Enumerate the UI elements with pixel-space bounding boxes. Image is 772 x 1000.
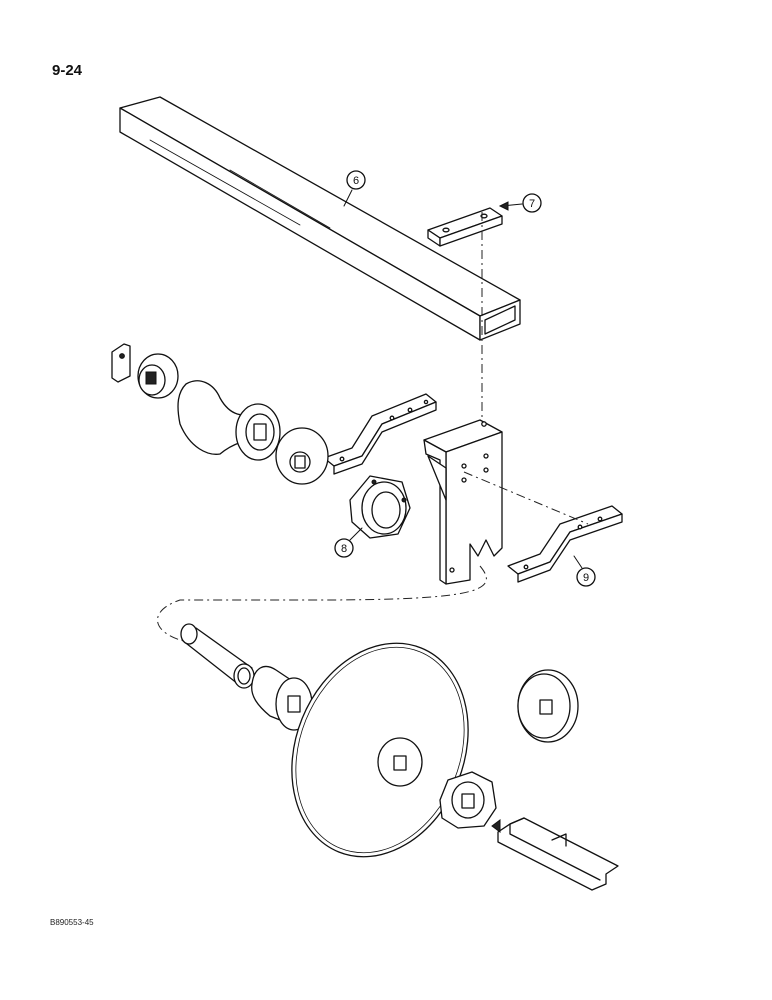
assembly-line-strap	[463, 471, 589, 525]
upper-strap	[323, 393, 437, 475]
callout-9: 9	[573, 555, 596, 587]
frame-tube	[119, 96, 521, 341]
callout-9-label: 9	[583, 572, 589, 584]
lock-washer	[111, 343, 131, 383]
callout-8-label: 8	[341, 543, 347, 555]
page-number: 9-24	[52, 62, 83, 79]
tube-spacer	[180, 623, 255, 689]
disc-blade	[291, 642, 469, 858]
hanger-bracket	[423, 419, 503, 585]
bearing	[349, 475, 411, 539]
hex-nut	[439, 771, 497, 829]
plate	[427, 207, 503, 247]
callout-8: 8	[334, 527, 363, 558]
callout-7: 7	[498, 193, 542, 213]
end-washer	[517, 669, 579, 743]
figure-code: B890553-45	[50, 918, 94, 927]
callout-6-label: 6	[353, 175, 359, 187]
spool	[177, 380, 281, 461]
callout-7-label: 7	[529, 198, 535, 210]
assembly-line-lower	[157, 565, 487, 641]
cone-spacer	[275, 427, 329, 485]
bearing-cap	[137, 353, 179, 399]
strap	[507, 505, 623, 583]
callout-6: 6	[343, 170, 366, 207]
square-shaft	[491, 817, 619, 891]
